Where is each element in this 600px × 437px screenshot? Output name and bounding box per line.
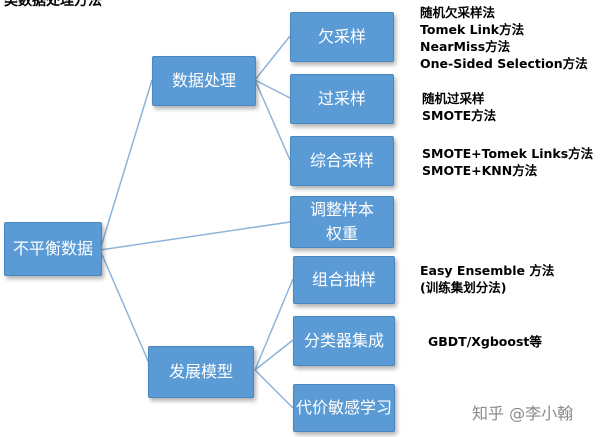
node-cost-sensitive: 代价敏感学习 xyxy=(293,384,395,432)
cost-sensitive-label: 代价敏感学习 xyxy=(295,398,392,417)
adjust-weight-label-line1: 调整样本 xyxy=(309,200,374,219)
note-classifier-ensemble: GBDT/Xgboost等 xyxy=(428,333,542,350)
edge-model-ensemble-sampling xyxy=(254,278,294,371)
edge-dp-combined xyxy=(254,79,291,161)
node-adjust-weight: 调整样本 权重 xyxy=(290,196,394,248)
note-line: 随机欠采样法 xyxy=(420,5,496,20)
node-data-processing: 数据处理 xyxy=(152,56,256,106)
note-line: Easy Ensemble 方法 xyxy=(420,263,555,278)
note-line: 随机过采样 xyxy=(422,91,485,106)
edge-root-model xyxy=(99,249,153,371)
node-model: 发展模型 xyxy=(148,346,254,398)
watermark-text: 知乎 @李小翰 xyxy=(472,404,574,423)
edge-model-cost-sensitive xyxy=(254,369,294,409)
header-partial-text: 类数据处理方法 xyxy=(4,0,102,9)
edge-dp-undersampling xyxy=(254,35,291,81)
edge-root-data-processing xyxy=(99,79,153,251)
note-undersampling: 随机欠采样法 Tomek Link方法 NearMiss方法 One-Sided… xyxy=(420,4,588,72)
undersampling-label: 欠采样 xyxy=(317,27,366,46)
note-combined-sampling: SMOTE+Tomek Links方法 SMOTE+KNN方法 xyxy=(422,145,593,179)
note-oversampling: 随机过采样 SMOTE方法 xyxy=(422,90,496,124)
note-line: (训练集划分法) xyxy=(420,280,507,295)
data-processing-label: 数据处理 xyxy=(171,71,236,90)
classifier-ensemble-label: 分类器集成 xyxy=(303,331,384,350)
note-line: Tomek Link方法 xyxy=(420,22,525,37)
note-line: NearMiss方法 xyxy=(420,39,511,54)
node-combined-sampling: 综合采样 xyxy=(290,136,394,186)
node-oversampling: 过采样 xyxy=(290,74,394,124)
oversampling-label: 过采样 xyxy=(317,89,366,108)
model-label: 发展模型 xyxy=(168,362,233,381)
root-label: 不平衡数据 xyxy=(12,239,93,258)
note-line: SMOTE方法 xyxy=(422,108,497,123)
edge-model-classifier-ensemble xyxy=(254,339,294,371)
note-line: GBDT/Xgboost等 xyxy=(428,334,542,349)
note-line: SMOTE+Tomek Links方法 xyxy=(422,146,594,161)
edge-dp-oversampling xyxy=(254,79,291,99)
edge-root-adjust-weight xyxy=(99,221,291,251)
root-node: 不平衡数据 xyxy=(4,222,102,276)
ensemble-sampling-label: 组合抽样 xyxy=(311,270,376,289)
node-classifier-ensemble: 分类器集成 xyxy=(293,316,395,366)
note-line: One-Sided Selection方法 xyxy=(420,56,588,71)
note-ensemble-sampling: Easy Ensemble 方法 (训练集划分法) xyxy=(420,262,554,296)
combined-sampling-label: 综合采样 xyxy=(309,151,374,170)
node-ensemble-sampling: 组合抽样 xyxy=(293,256,395,304)
node-undersampling: 欠采样 xyxy=(290,12,394,62)
note-line: SMOTE+KNN方法 xyxy=(422,163,538,178)
adjust-weight-label-line2: 权重 xyxy=(325,224,358,243)
